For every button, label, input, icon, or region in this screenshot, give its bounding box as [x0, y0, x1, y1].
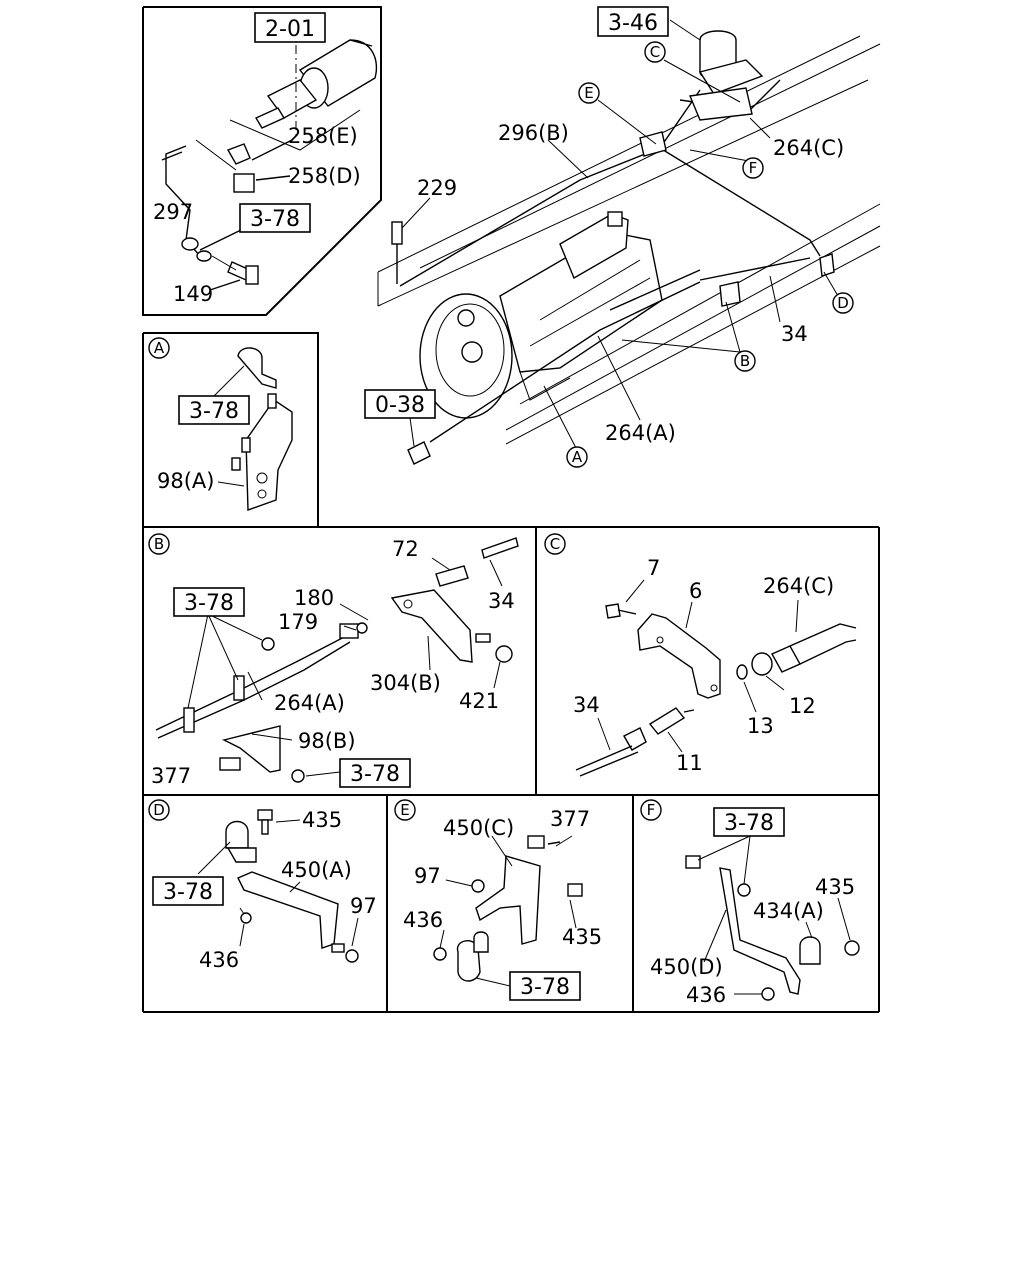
label-450c: 450(C) [443, 816, 514, 840]
callout-a: A [572, 448, 583, 466]
ref-box-3-78-d [152, 876, 224, 906]
detail-e-drawing [433, 835, 583, 987]
detail-a-drawing [213, 347, 293, 511]
detail-c-drawing [575, 579, 857, 777]
label-34-main: 34 [781, 322, 808, 346]
label-435-d: 435 [302, 808, 342, 832]
label-436-e: 436 [403, 908, 443, 932]
ref-3-46: 3-46 [608, 11, 658, 36]
label-98b: 98(B) [298, 729, 356, 753]
starter-inset [161, 39, 377, 291]
detail-c-key: C [550, 535, 560, 553]
ref-box-3-78-inset [239, 203, 311, 233]
label-34-b: 34 [488, 589, 515, 613]
label-264a-main: 264(A) [605, 421, 676, 445]
detail-b-drawing [155, 537, 519, 783]
callout-b: B [740, 352, 750, 370]
ref-3-78-a: 3-78 [189, 399, 239, 424]
ref-3-78-inset: 3-78 [250, 207, 300, 232]
label-149: 149 [173, 282, 213, 306]
label-377-e: 377 [550, 807, 590, 831]
label-421: 421 [459, 689, 499, 713]
label-11: 11 [676, 751, 703, 775]
label-72: 72 [392, 537, 419, 561]
label-297: 297 [153, 200, 193, 224]
ref-0-38: 0-38 [375, 393, 425, 418]
label-13: 13 [747, 714, 774, 738]
callout-d: D [837, 294, 849, 312]
label-179: 179 [278, 610, 318, 634]
detail-f-drawing [685, 835, 860, 1001]
label-264c-main: 264(C) [773, 136, 844, 160]
detail-a-key: A [154, 339, 165, 357]
ref-box-3-78-f [713, 807, 785, 837]
label-450d: 450(D) [650, 955, 723, 979]
detail-b-key: B [154, 535, 164, 553]
label-6: 6 [689, 579, 702, 603]
label-12: 12 [789, 694, 816, 718]
label-434a: 434(A) [753, 899, 824, 923]
label-97-d: 97 [350, 894, 377, 918]
detail-e-key: E [400, 801, 409, 819]
ref-box-3-78-b2 [339, 758, 411, 788]
ref-box-3-78-b1 [173, 587, 245, 617]
label-7: 7 [647, 556, 660, 580]
label-435-f: 435 [815, 875, 855, 899]
label-229: 229 [417, 176, 457, 200]
label-435-e: 435 [562, 925, 602, 949]
ref-box-3-78-a [178, 395, 250, 425]
ref-2-01: 2-01 [265, 17, 315, 42]
ref-3-78-b2: 3-78 [350, 762, 400, 787]
callout-e: E [584, 84, 593, 102]
ref-3-78-d: 3-78 [163, 880, 213, 905]
callout-f: F [749, 159, 758, 177]
label-296b: 296(B) [498, 121, 569, 145]
detail-d-key: D [153, 801, 165, 819]
label-450a: 450(A) [281, 858, 352, 882]
ref-box-0-38 [364, 389, 436, 419]
main-assembly [377, 19, 881, 465]
label-258d: 258(D) [288, 164, 361, 188]
label-304b: 304(B) [370, 671, 441, 695]
label-34-c: 34 [573, 693, 600, 717]
ref-3-78-e: 3-78 [520, 975, 570, 1000]
label-98a: 98(A) [157, 469, 214, 493]
ref-box-3-46 [597, 6, 669, 37]
ref-box-2-01 [254, 12, 326, 43]
label-436-d: 436 [199, 948, 239, 972]
ref-3-78-f: 3-78 [724, 811, 774, 836]
label-436-f: 436 [686, 983, 726, 1007]
label-97-e: 97 [414, 864, 441, 888]
callout-c: C [650, 43, 660, 61]
callouts: C E F D B A A B C D E F [148, 41, 854, 821]
detail-d-drawing [197, 809, 359, 963]
label-377-b: 377 [151, 764, 191, 788]
detail-f-key: F [647, 801, 656, 819]
panel-frames [142, 6, 880, 1013]
label-264c-c: 264(C) [763, 574, 834, 598]
label-180: 180 [294, 586, 334, 610]
ref-3-78-b1: 3-78 [184, 591, 234, 616]
ref-box-3-78-e [509, 971, 581, 1001]
label-264a-b: 264(A) [274, 691, 345, 715]
label-258e: 258(E) [288, 124, 358, 148]
